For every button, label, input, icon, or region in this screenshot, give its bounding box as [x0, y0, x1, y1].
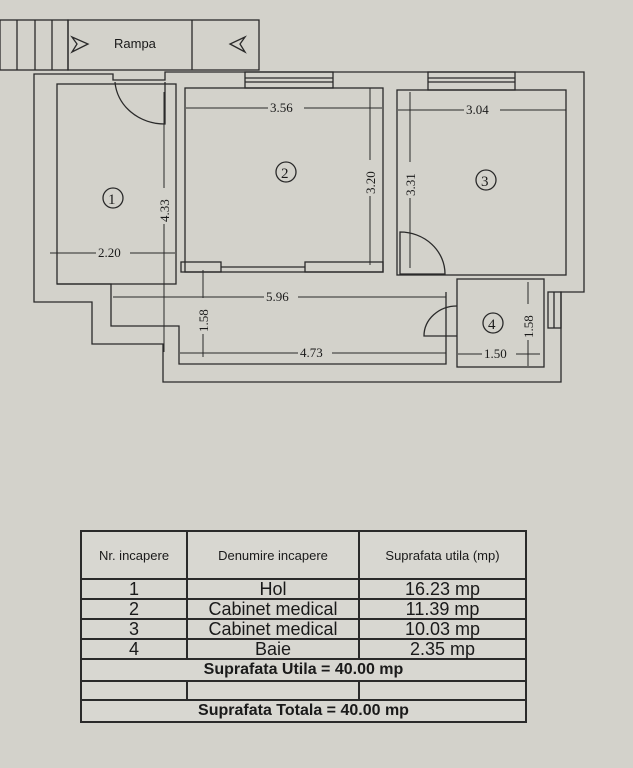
outer-wall: [33, 71, 585, 383]
row-name: Cabinet medical: [186, 598, 360, 620]
window: [547, 291, 562, 329]
row-nr: 1: [80, 578, 188, 600]
dim-bath-width: 1.50: [484, 346, 507, 361]
dim-room1-depth: 4.33: [157, 199, 172, 222]
bath-door: [423, 305, 458, 337]
total-totala-row: Suprafata Totala = 40.00 mp: [80, 699, 527, 723]
room-4-outline: [456, 278, 545, 368]
total-utila: Suprafata Utila = 40.00 mp: [80, 658, 527, 682]
dim-hall-length: 5.96: [266, 289, 289, 304]
header-area: Suprafata utila (mp): [358, 530, 527, 580]
dim-room1-width: 2.20: [98, 245, 121, 260]
ramp-arrow-icon: [228, 35, 247, 54]
row-nr: 4: [80, 638, 188, 660]
blank-row: [80, 680, 527, 701]
ramp-label: Rampa: [114, 36, 157, 51]
room-marker-4: 4: [482, 312, 504, 334]
dim-room3-width: 3.04: [466, 102, 489, 117]
stairs: [0, 19, 69, 71]
room-marker-label: 4: [488, 317, 496, 333]
room-marker-label: 2: [281, 166, 289, 182]
row-name: Cabinet medical: [186, 618, 360, 640]
row-area: 10.03 mp: [358, 618, 527, 640]
dim-room2-width: 3.56: [270, 100, 293, 115]
ramp: Rampa: [67, 19, 260, 71]
blank-cell: [186, 680, 360, 701]
dim-bath-depth: 1.58: [521, 315, 536, 338]
header-name: Denumire incapere: [186, 530, 360, 580]
dim-hall-width: 1.58: [196, 309, 211, 332]
room-marker-label: 1: [108, 192, 116, 208]
room-marker-label: 3: [481, 174, 489, 190]
row-nr: 2: [80, 598, 188, 620]
room-marker-3: 3: [475, 169, 497, 191]
total-totala: Suprafata Totala = 40.00 mp: [80, 699, 527, 723]
dim-room3-depth: 3.31: [403, 173, 418, 196]
row-area: 2.35 mp: [358, 638, 527, 660]
row-nr: 3: [80, 618, 188, 640]
row-area: 16.23 mp: [358, 578, 527, 600]
dim-hall-bottom: 4.73: [300, 345, 323, 360]
ramp-arrow-icon: [70, 35, 90, 54]
blank-cell: [358, 680, 527, 701]
row-name: Baie: [186, 638, 360, 660]
hallway-outline: [57, 283, 447, 365]
window: [427, 71, 516, 91]
entry-door: [114, 81, 166, 125]
window: [244, 71, 334, 89]
row-name: Hol: [186, 578, 360, 600]
dimension-lines: 3.56 3.04 3.20 3.31 4.33 2.20 5.96 1.58 …: [50, 88, 566, 366]
row-area: 11.39 mp: [358, 598, 527, 620]
room-marker-1: 1: [102, 187, 124, 209]
sliding-door: [180, 261, 384, 273]
room-3-door: [399, 231, 446, 275]
room-1-outline: [56, 83, 177, 285]
total-utila-row: Suprafata Utila = 40.00 mp: [80, 658, 527, 682]
room-marker-2: 2: [275, 161, 297, 183]
table-header-row: Nr. incapere Denumire incapere Suprafata…: [80, 530, 527, 580]
header-nr: Nr. incapere: [80, 530, 188, 580]
room-area-table: Nr. incapere Denumire incapere Suprafata…: [80, 530, 527, 723]
blank-cell: [80, 680, 188, 701]
dim-room2-depth: 3.20: [363, 171, 378, 194]
